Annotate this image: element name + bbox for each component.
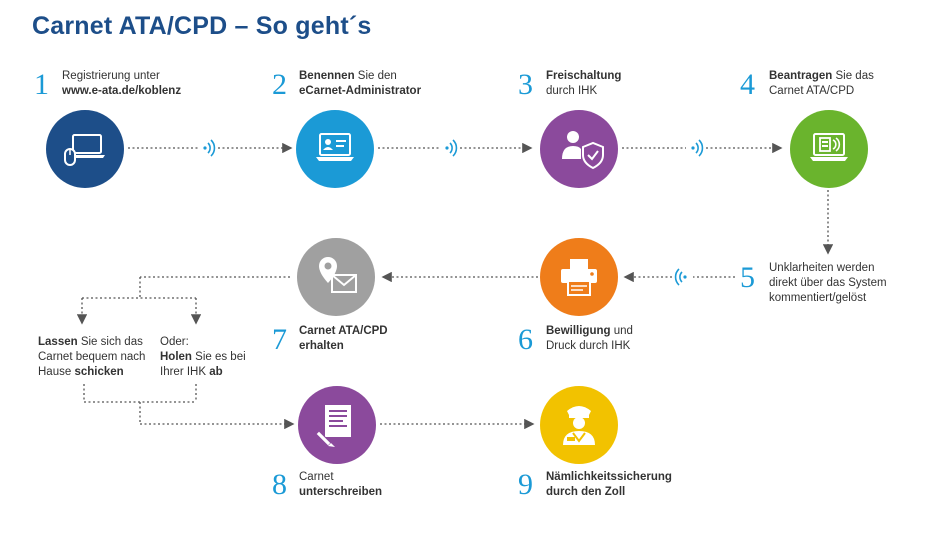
step-4-number: 4 xyxy=(740,68,755,101)
step-3-line-1: Freischaltung xyxy=(546,70,622,82)
step-4-line-2: Carnet ATA/CPD xyxy=(769,85,855,97)
option-a-line-3: Hause xyxy=(38,366,75,378)
step-7-line-1: Carnet ATA/CPD xyxy=(299,325,388,337)
step-7-circle xyxy=(297,238,375,316)
step-1-line-2: www.e-ata.de/koblenz xyxy=(62,85,182,97)
option-a-line-1-bold: Lassen xyxy=(38,336,78,348)
option-a-line-1: Sie sich das xyxy=(77,336,143,348)
step-4-text: Beantragen Sie das Carnet ATA/CPD xyxy=(769,69,874,99)
step-7-text: Carnet ATA/CPD erhalten xyxy=(299,324,388,354)
step-2-text: Benennen Sie den eCarnet-Administrator xyxy=(299,69,421,99)
step-9-number: 9 xyxy=(518,468,533,501)
step-2-circle xyxy=(296,110,374,188)
laptop-profile-icon xyxy=(316,133,354,161)
step-3-circle xyxy=(540,110,618,188)
step-6-line-2: Druck durch IHK xyxy=(546,340,631,352)
step-5-line-3: kommentiert/gelöst xyxy=(769,292,867,304)
laptop-mouse-icon xyxy=(64,134,105,166)
document-sign-icon xyxy=(315,405,351,447)
step-9-circle xyxy=(540,386,618,464)
option-b-line-1: Oder: xyxy=(160,336,189,348)
step-4-line-1: Sie das xyxy=(832,70,874,82)
step-5-number: 5 xyxy=(740,261,755,294)
option-b-line-2: Sie es bei xyxy=(191,351,246,363)
step-8-number: 8 xyxy=(272,468,287,501)
option-b-line-2-bold: Holen xyxy=(160,351,192,363)
step-9-text: Nämlichkeitssicherung durch den Zoll xyxy=(546,470,672,500)
option-a-line-2: Carnet bequem nach xyxy=(38,351,146,363)
location-mail-icon xyxy=(319,257,357,293)
option-a-line-3-bold: schicken xyxy=(74,366,124,378)
step-3-line-2: durch IHK xyxy=(546,85,598,97)
step-1-number: 1 xyxy=(34,68,49,101)
step-3-text: Freischaltung durch IHK xyxy=(546,69,621,99)
step-2-line-1: Sie den xyxy=(354,70,397,82)
step-7-line-2: erhalten xyxy=(299,340,344,352)
step-6-line-1-bold: Bewilligung xyxy=(546,325,611,337)
step-6-line-1: und xyxy=(610,325,633,337)
laptop-card-icon xyxy=(810,133,848,161)
step-9-line-1: Nämlichkeitssicherung xyxy=(546,471,672,483)
option-send-home: Lassen Sie sich das Carnet bequem nach H… xyxy=(38,335,145,380)
step-6-text: Bewilligung und Druck durch IHK xyxy=(546,324,633,354)
step-4-line-1-bold: Beantragen xyxy=(769,70,833,82)
printer-icon xyxy=(561,259,597,296)
step-2-line-1-bold: Benennen xyxy=(299,70,355,82)
step-4-circle xyxy=(790,110,868,188)
option-pickup: Oder: Holen Sie es bei Ihrer IHK ab xyxy=(160,335,246,380)
step-1-text: Registrierung unter www.e-ata.de/koblenz xyxy=(62,69,181,99)
page-title: Carnet ATA/CPD – So geht´s xyxy=(32,12,372,40)
step-1-line-1: Registrierung unter xyxy=(62,70,160,82)
step-2-number: 2 xyxy=(272,68,287,101)
step-5-line-1: Unklarheiten werden xyxy=(769,262,875,274)
step-9-line-2: durch den Zoll xyxy=(546,486,626,498)
option-b-line-3-bold: ab xyxy=(209,366,223,378)
user-shield-icon xyxy=(562,131,604,170)
signal-icon xyxy=(203,139,704,286)
step-5-text: Unklarheiten werden direkt über das Syst… xyxy=(769,261,887,306)
step-6-circle xyxy=(540,238,618,316)
step-7-number: 7 xyxy=(272,323,287,356)
step-8-text: Carnet unterschreiben xyxy=(299,470,382,500)
step-8-line-2: unterschreiben xyxy=(299,486,383,498)
step-8-line-1: Carnet xyxy=(299,471,334,483)
step-1-circle xyxy=(46,110,124,188)
step-3-number: 3 xyxy=(518,68,533,101)
step-2-line-2: eCarnet-Administrator xyxy=(299,85,422,97)
customs-officer-icon xyxy=(563,406,595,445)
step-8-circle xyxy=(298,386,376,464)
step-6-number: 6 xyxy=(518,323,533,356)
step-5-line-2: direkt über das System xyxy=(769,277,887,289)
option-b-line-3: Ihrer IHK xyxy=(160,366,210,378)
